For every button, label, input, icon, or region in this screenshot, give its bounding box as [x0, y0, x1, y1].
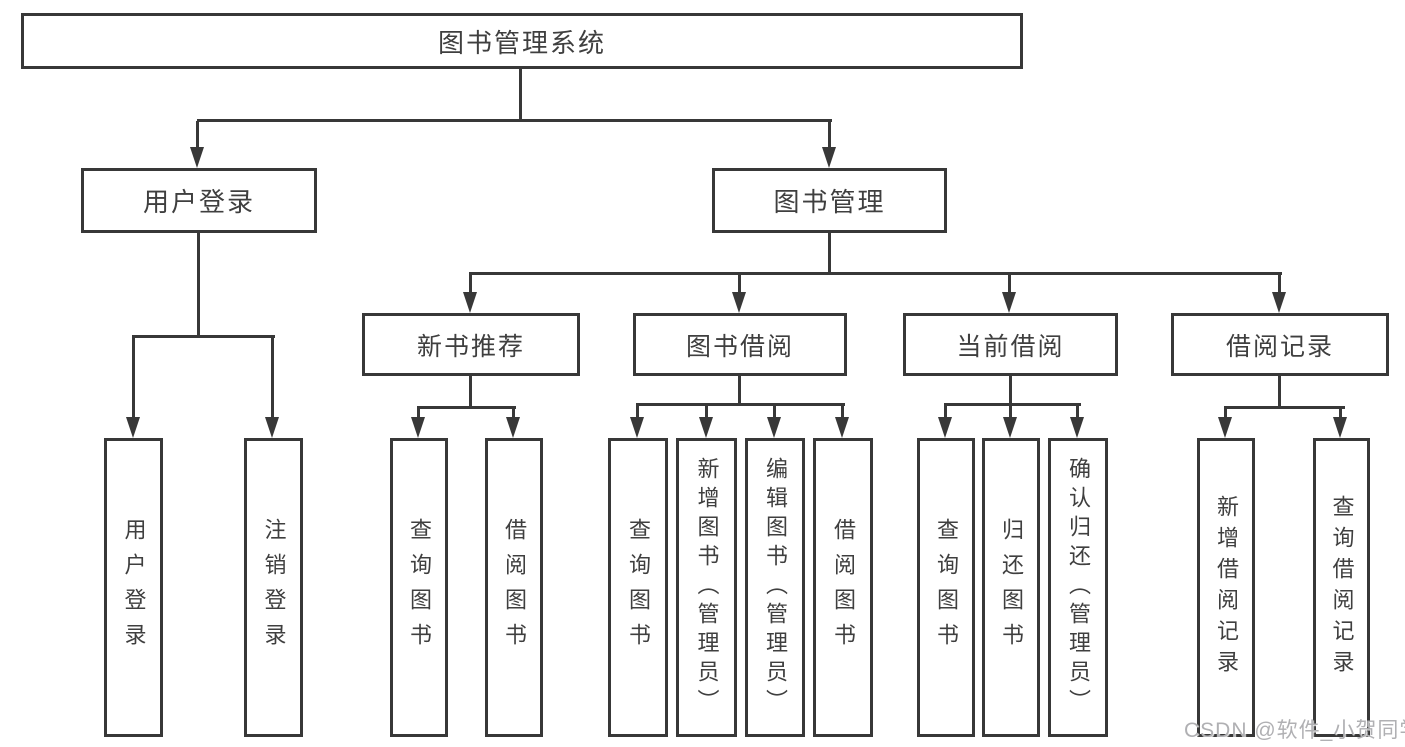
- arrow-down-icon: [767, 405, 782, 438]
- leaf-label: 查询借阅记录: [1329, 494, 1355, 681]
- connector-current-borrowing-stem: [1009, 374, 1012, 405]
- connector-root-stem: [519, 66, 522, 121]
- leaf-add-books-admin: 新增图书（管理员）: [676, 438, 737, 737]
- leaf-label: 确认归还（管理员）: [1066, 457, 1091, 718]
- leaf-label: 查询图书: [934, 517, 959, 658]
- leaf-borrow-books: 借阅图书: [813, 438, 873, 737]
- leaf-search-books-borrowing: 查询图书: [608, 438, 668, 737]
- node-borrowing-records: 借阅记录: [1171, 313, 1389, 376]
- connector-user-login-branch: [132, 335, 275, 338]
- arrow-down-icon: [1272, 274, 1287, 313]
- arrow-down-icon: [411, 408, 426, 438]
- arrow-down-icon: [126, 337, 141, 438]
- leaf-return-books: 归还图书: [982, 438, 1040, 737]
- arrow-down-icon: [1070, 405, 1085, 438]
- leaf-label: 归还图书: [999, 517, 1024, 658]
- arrow-down-icon: [699, 405, 714, 438]
- arrow-down-icon: [190, 121, 205, 168]
- connector-book-management-branch: [469, 272, 1282, 275]
- node-current-borrowing: 当前借阅: [903, 313, 1118, 376]
- arrow-down-icon: [822, 121, 837, 168]
- arrow-down-icon: [506, 408, 521, 438]
- connector-current-borrowing-branch: [944, 403, 1081, 406]
- leaf-label: 编辑图书（管理员）: [763, 457, 788, 718]
- watermark: CSDN @软件_小贺同学: [1184, 719, 1405, 742]
- connector-borrowing-records-stem: [1278, 374, 1281, 408]
- leaf-search-borrowing-record: 查询借阅记录: [1313, 438, 1370, 737]
- node-library-management-system: 图书管理系统: [21, 13, 1023, 69]
- arrow-down-icon: [835, 405, 850, 438]
- arrow-down-icon: [732, 274, 747, 313]
- connector-borrowing-records-branch: [1224, 406, 1345, 409]
- leaf-label: 查询图书: [626, 517, 651, 658]
- leaf-add-borrowing-record: 新增借阅记录: [1197, 438, 1255, 737]
- arrow-down-icon: [1218, 408, 1233, 438]
- connector-new-book-branch: [417, 406, 516, 409]
- connector-book-borrowing-branch: [636, 403, 845, 406]
- leaf-label: 注销登录: [261, 517, 287, 658]
- leaf-label: 借阅图书: [502, 517, 527, 658]
- leaf-label: 新增借阅记录: [1214, 494, 1239, 681]
- leaf-confirm-return-admin: 确认归还（管理员）: [1048, 438, 1108, 737]
- leaf-search-books-recommendation: 查询图书: [390, 438, 448, 737]
- leaf-label: 新增图书（管理员）: [694, 457, 720, 718]
- connector-new-book-stem: [469, 374, 472, 408]
- arrow-down-icon: [1333, 408, 1348, 438]
- leaf-edit-books-admin: 编辑图书（管理员）: [745, 438, 805, 737]
- arrow-down-icon: [938, 405, 953, 438]
- arrow-down-icon: [463, 274, 478, 313]
- leaf-user-login: 用户登录: [104, 438, 163, 737]
- node-book-borrowing: 图书借阅: [633, 313, 847, 376]
- connector-user-login-stem: [197, 230, 200, 337]
- node-new-book-recommendation: 新书推荐: [362, 313, 580, 376]
- arrow-down-icon: [265, 337, 280, 438]
- arrow-down-icon: [630, 405, 645, 438]
- node-user-login: 用户登录: [81, 168, 317, 233]
- leaf-search-books-current: 查询图书: [917, 438, 975, 737]
- connector-book-borrowing-stem: [738, 374, 741, 405]
- leaf-logout: 注销登录: [244, 438, 303, 737]
- node-book-management: 图书管理: [712, 168, 947, 233]
- connector-book-management-stem: [828, 230, 831, 274]
- arrow-down-icon: [1002, 274, 1017, 313]
- leaf-label: 借阅图书: [831, 517, 856, 658]
- leaf-label: 查询图书: [407, 517, 432, 658]
- arrow-down-icon: [1003, 405, 1018, 438]
- leaf-label: 用户登录: [121, 517, 147, 658]
- leaf-borrow-books-recommendation: 借阅图书: [485, 438, 543, 737]
- connector-root-branch: [197, 119, 832, 122]
